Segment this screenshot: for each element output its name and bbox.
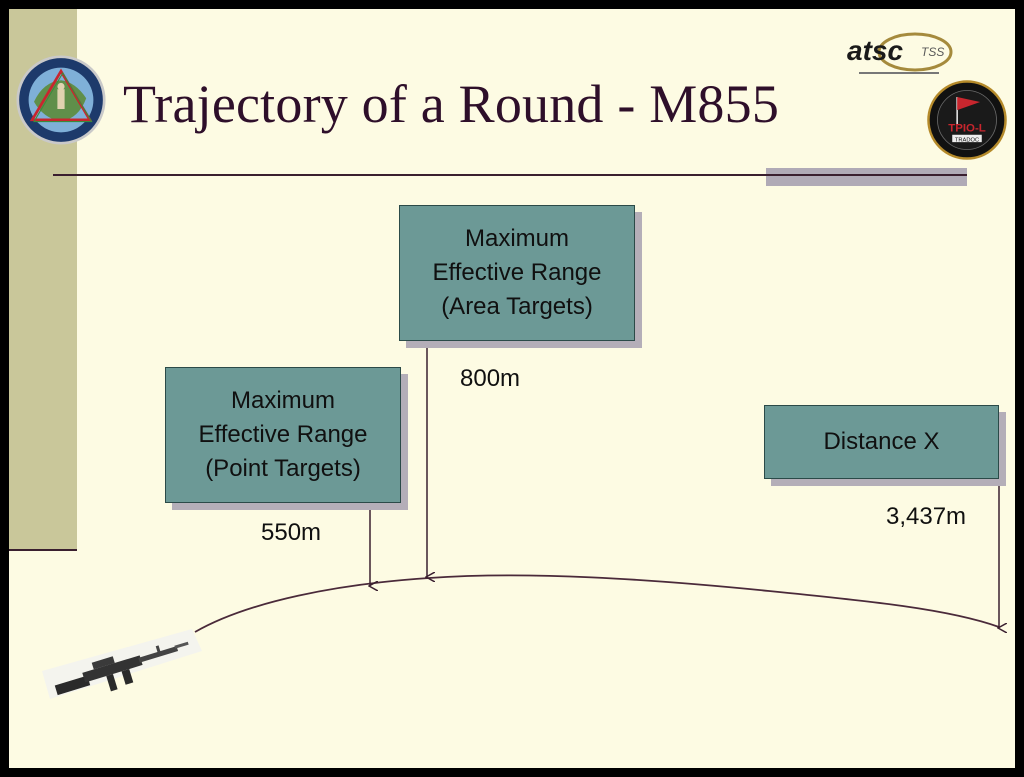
callout-area-line-1: Maximum [464, 225, 569, 252]
svg-text:TSS: TSS [921, 45, 944, 59]
slide-title: Trajectory of a Round - M855 [123, 74, 780, 134]
svg-text:atsc: atsc [847, 35, 903, 66]
slide: Trajectory of a Round - M855 atsc TSS TP… [9, 9, 1015, 768]
atsc-logo: atsc TSS [847, 32, 953, 74]
distance-800m-label: 800m [460, 365, 521, 392]
m16-rifle-image [42, 629, 202, 699]
distance-3437m-label: 3,437m [886, 503, 967, 530]
callout-point-line-3: (Point Targets) [205, 455, 361, 482]
callout-distance-label: Distance X [823, 428, 940, 455]
distance-550m-label: 550m [261, 519, 322, 546]
callout-area-targets: Maximum Effective Range (Area Targets) [399, 205, 635, 341]
title-rule [53, 174, 967, 176]
callout-distance-x: Distance X [764, 405, 999, 479]
tpio-live-training-logo: TPIO-L TRADOC [927, 80, 1007, 160]
title-rule-shadow [766, 168, 967, 186]
sustainable-range-program-seal-logo [16, 55, 106, 145]
trajectory-curve [194, 574, 1000, 633]
trajectory-diagram [194, 339, 1015, 768]
callout-area-line-2: Effective Range [432, 259, 602, 286]
callout-point-targets: Maximum Effective Range (Point Targets) [165, 367, 401, 503]
svg-text:TRADOC: TRADOC [955, 137, 979, 143]
svg-text:TPIO-L: TPIO-L [948, 122, 986, 134]
callout-area-line-3: (Area Targets) [441, 293, 593, 320]
callout-point-line-2: Effective Range [198, 421, 368, 448]
callout-point-line-1: Maximum [230, 387, 335, 414]
